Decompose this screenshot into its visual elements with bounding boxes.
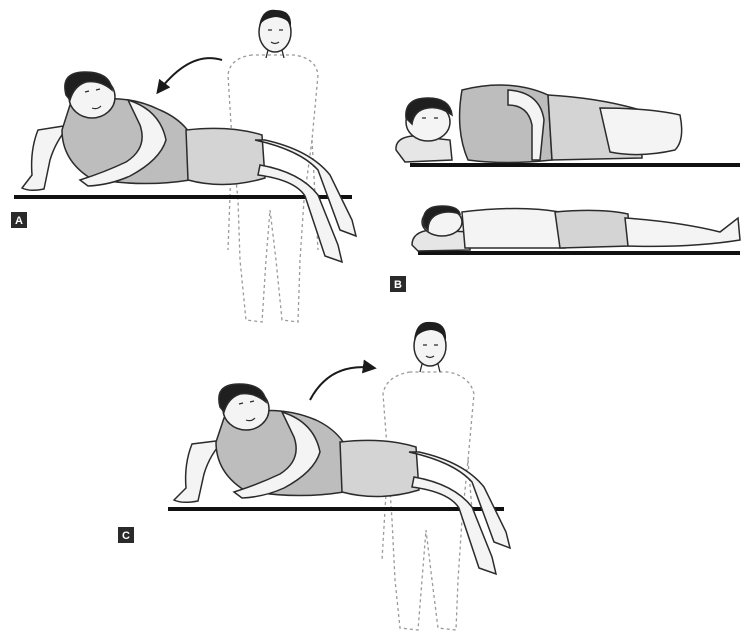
side-lying-figure-c xyxy=(174,384,510,574)
side-lying-figure-a xyxy=(22,72,356,262)
curved-arrow-icon-c xyxy=(310,367,374,400)
svg-text:A: A xyxy=(15,215,23,227)
curved-arrow-icon xyxy=(158,58,222,92)
svg-text:B: B xyxy=(394,279,402,291)
panel-c: C xyxy=(118,322,510,630)
supine-figure-b xyxy=(412,206,740,251)
panel-label-a: A xyxy=(11,212,27,228)
panel-label-b: B xyxy=(390,276,406,292)
panel-label-c: C xyxy=(118,527,134,543)
panel-a: A xyxy=(11,10,356,322)
panel-b: B xyxy=(390,85,740,292)
ghost-head-c xyxy=(414,322,446,372)
side-lying-figure-b xyxy=(396,85,682,162)
svg-text:C: C xyxy=(122,530,130,542)
ghost-head-a xyxy=(259,10,291,58)
